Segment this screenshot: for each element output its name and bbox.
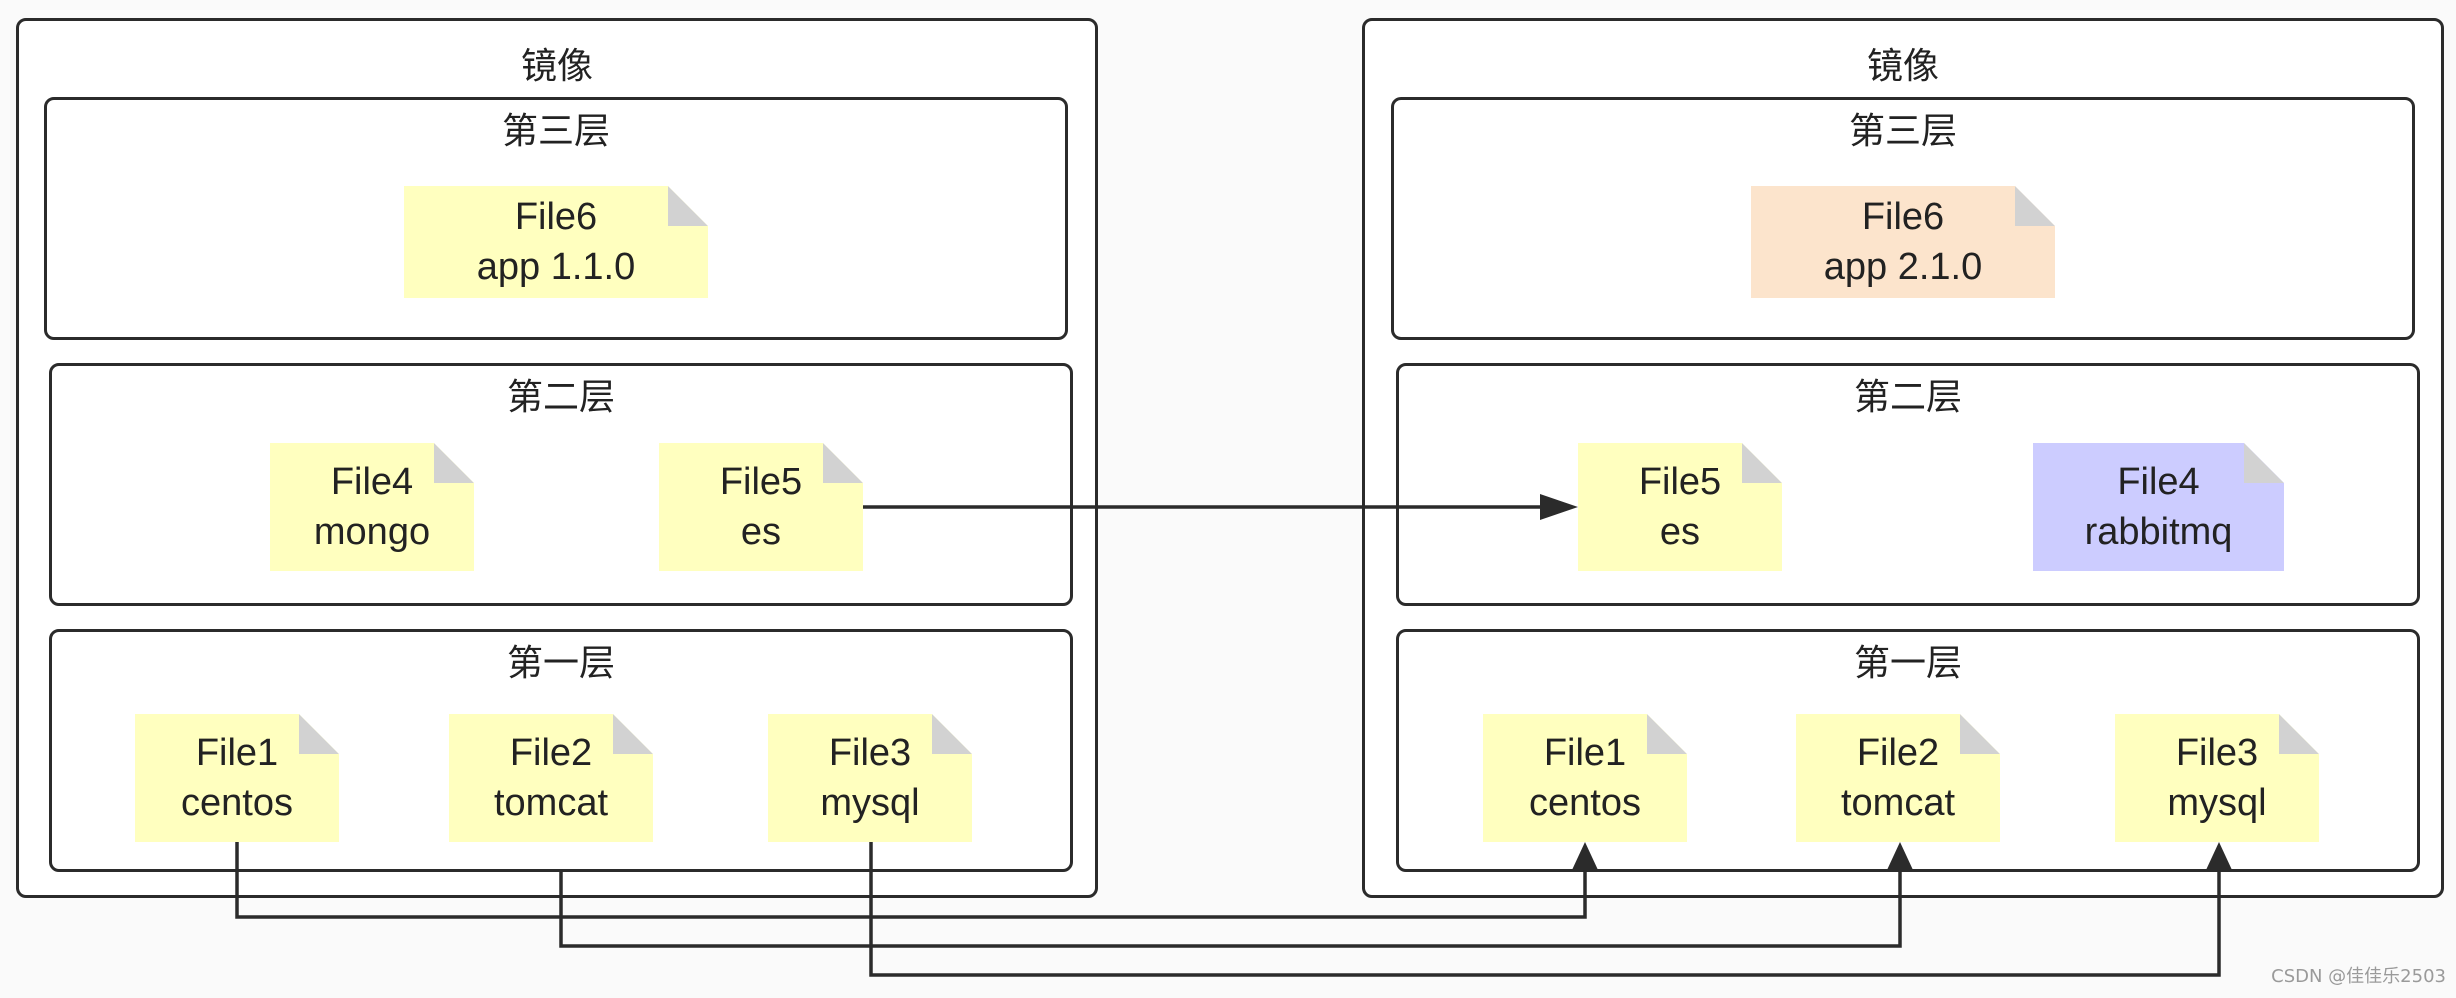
layer-title: 第二层 [1853, 377, 1962, 418]
note-file2-tomcat: File2 tomcat [1796, 714, 2000, 842]
file-content: app 2.1.0 [1823, 246, 1983, 288]
file-content: es [1659, 511, 1701, 553]
note-file5-es: File5 es [1578, 443, 1782, 571]
file-name: File1 [1543, 732, 1627, 774]
file-name: File3 [828, 732, 912, 774]
note-file4-rabbitmq: File4 rabbitmq [2033, 443, 2284, 571]
file-content: app 1.1.0 [476, 246, 636, 288]
image-title: 镜像 [520, 46, 593, 87]
layer-title: 第三层 [501, 111, 610, 152]
watermark: CSDN @佳佳乐2503 [2271, 966, 2446, 987]
left-layer-2: 第二层 [49, 363, 1073, 606]
layer-title: 第一层 [1853, 643, 1962, 684]
note-file5-es: File5 es [659, 443, 863, 571]
note-file3-mysql: File3 mysql [768, 714, 972, 842]
note-file2-tomcat: File2 tomcat [449, 714, 653, 842]
note-file1-centos: File1 centos [135, 714, 339, 842]
image-title: 镜像 [1866, 46, 1939, 87]
file-name: File2 [1856, 732, 1940, 774]
file-content: es [740, 511, 782, 553]
note-file1-centos: File1 centos [1483, 714, 1687, 842]
file-content: mongo [313, 511, 431, 553]
file-content: centos [1529, 782, 1641, 824]
file-name: File5 [1638, 461, 1722, 503]
note-file3-mysql: File3 mysql [2115, 714, 2319, 842]
file-name: File6 [1861, 196, 1945, 238]
file-name: File4 [2117, 461, 2200, 503]
file-name: File3 [2175, 732, 2259, 774]
file-content: centos [181, 782, 293, 824]
file-name: File6 [514, 196, 598, 238]
note-file4-mongo: File4 mongo [270, 443, 474, 571]
note-file6-app: File6 app 2.1.0 [1751, 186, 2055, 298]
file-name: File5 [719, 461, 803, 503]
layer-title: 第一层 [506, 643, 615, 684]
layer-title: 第三层 [1848, 111, 1957, 152]
file-content: rabbitmq [2084, 511, 2233, 553]
file-name: File2 [509, 732, 593, 774]
note-file6-app: File6 app 1.1.0 [404, 186, 708, 298]
file-name: File4 [330, 461, 414, 503]
file-content: mysql [2167, 782, 2267, 824]
file-content: mysql [820, 782, 920, 824]
layer-title: 第二层 [506, 377, 615, 418]
file-content: tomcat [493, 782, 609, 824]
file-content: tomcat [1840, 782, 1956, 824]
file-name: File1 [195, 732, 279, 774]
